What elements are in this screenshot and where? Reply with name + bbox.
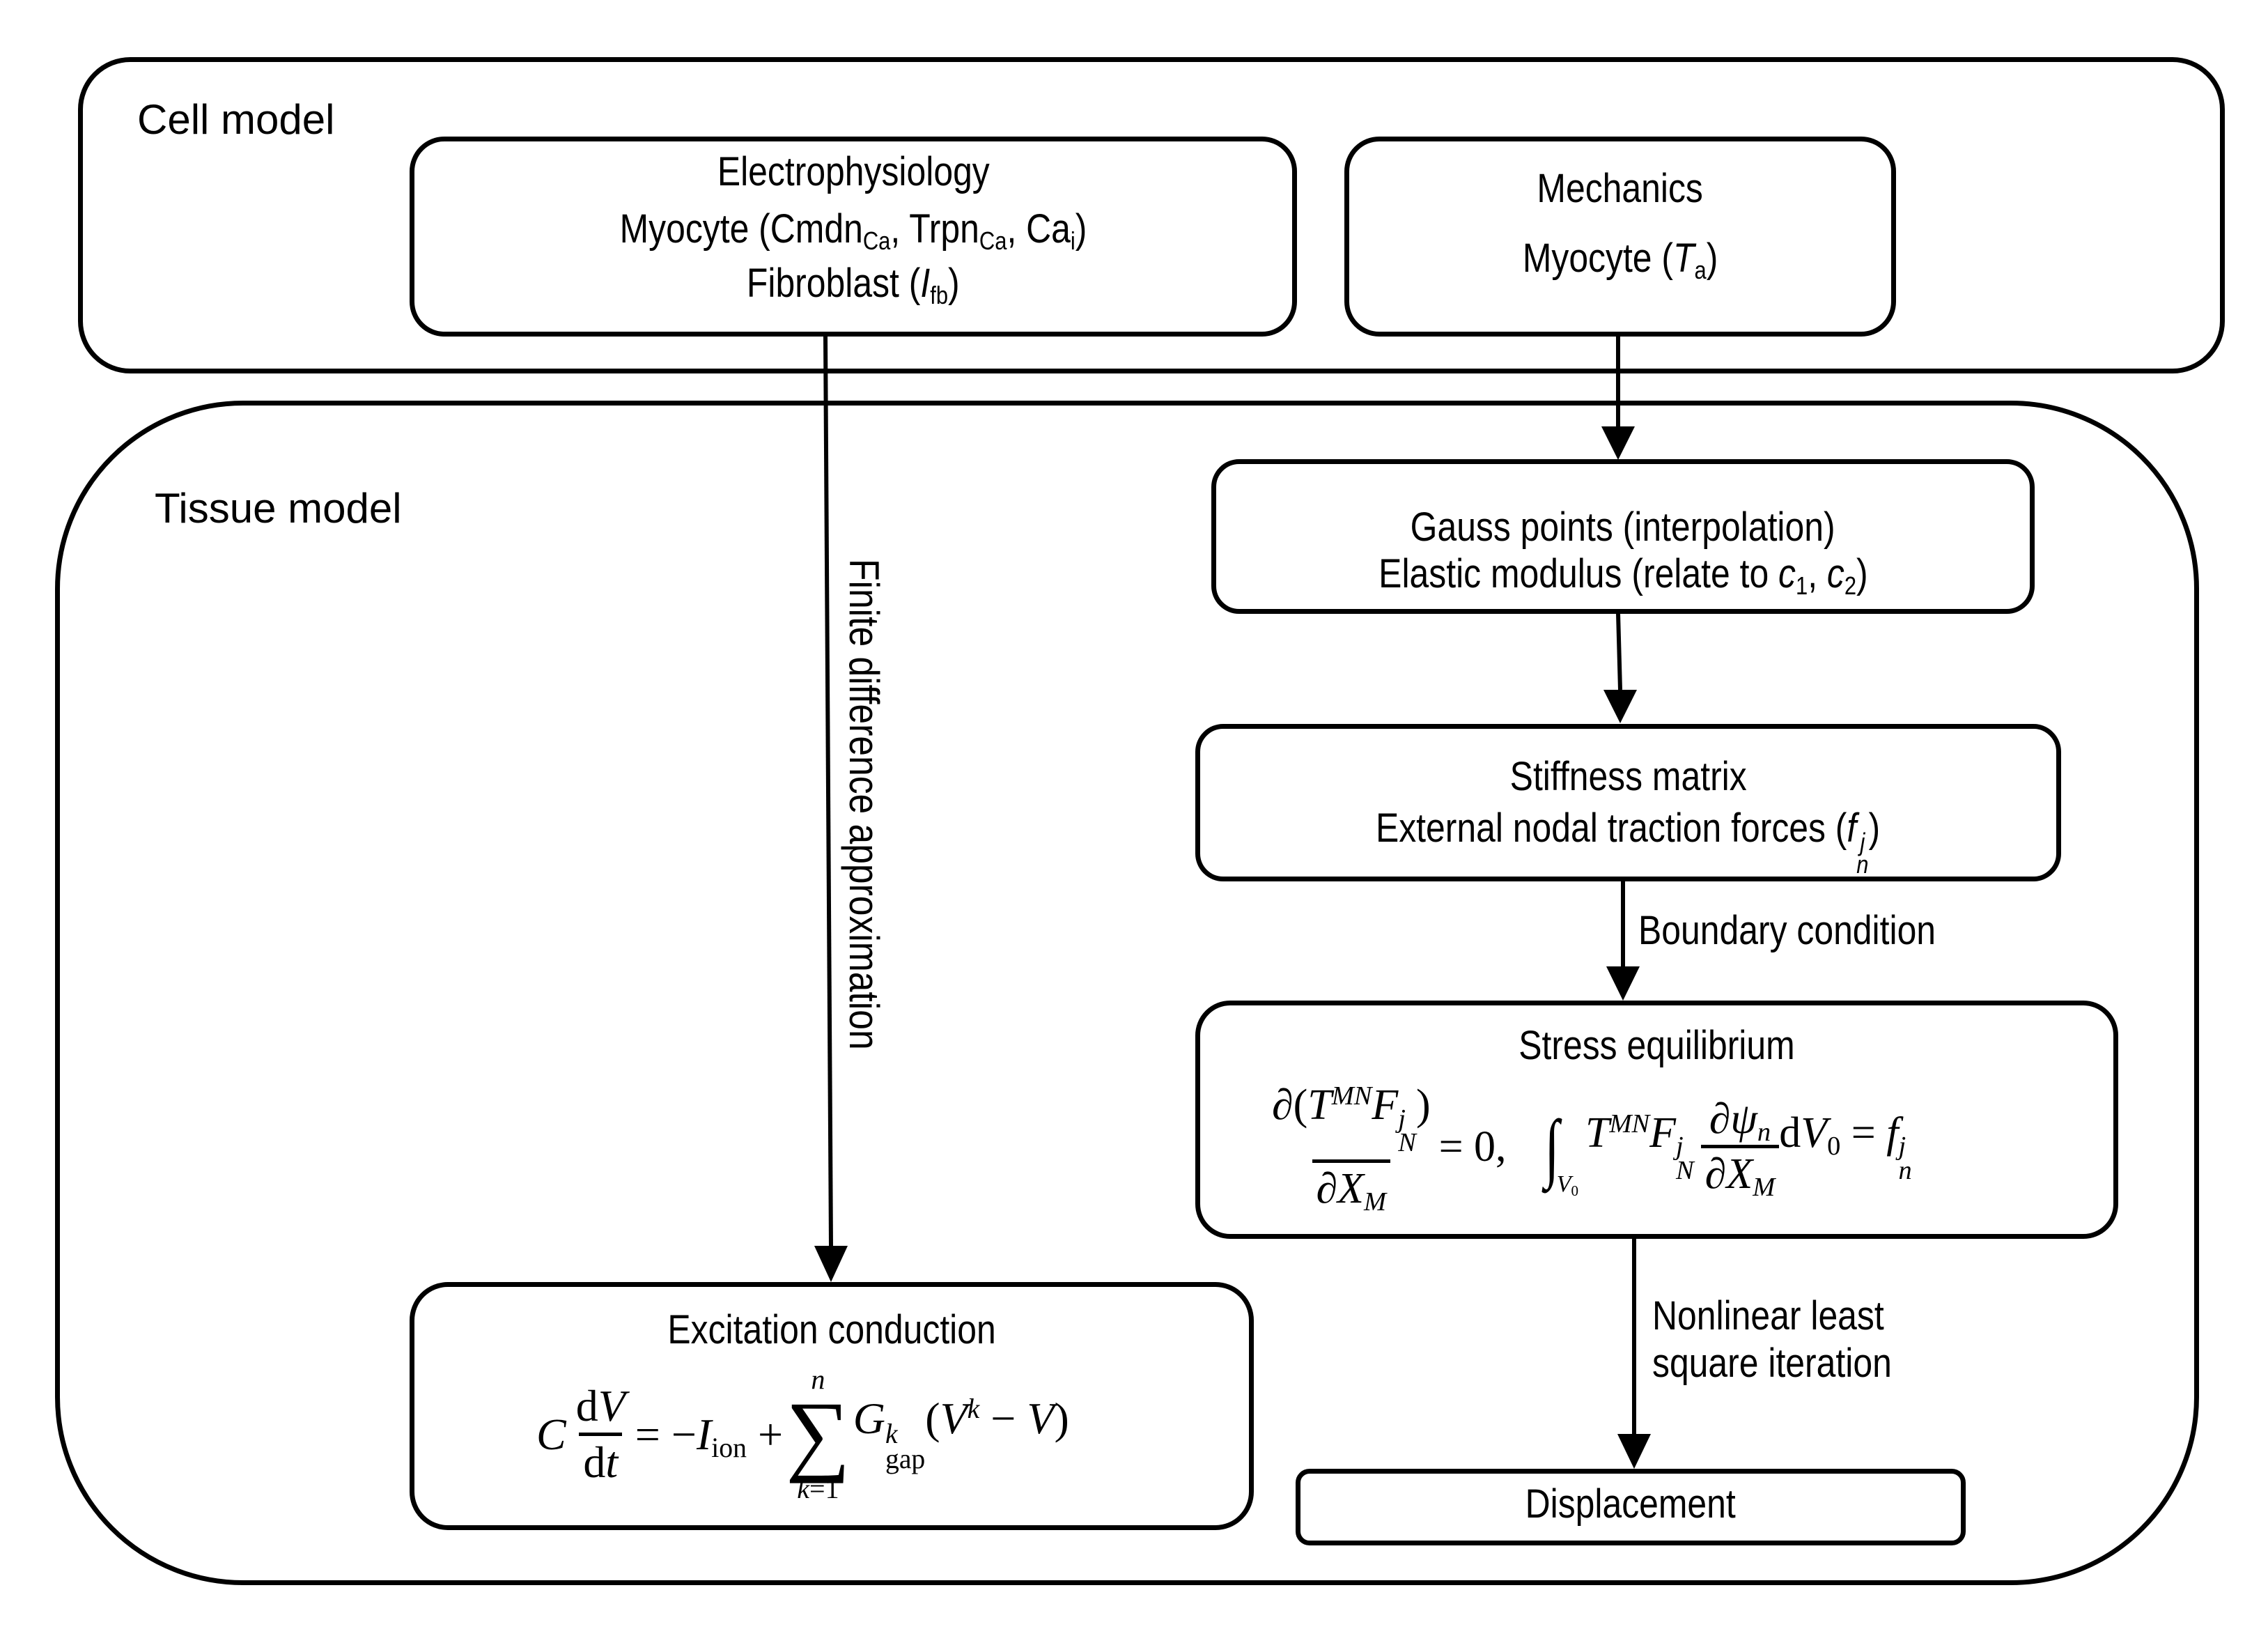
electrophysiology-box: [410, 137, 1297, 337]
mechanics-box: [1344, 137, 1896, 337]
stress-eq2-fraction: ∂ψn ∂XM: [1700, 1097, 1780, 1201]
nonlinear-label-line1: Nonlinear least: [1652, 1293, 1884, 1338]
cell-model-label: Cell model: [137, 96, 335, 143]
arrow-ep-to-excitation-line: [823, 335, 833, 1248]
displacement-title: Displacement: [1525, 1481, 1737, 1527]
stiffness-matrix-box: [1195, 724, 2061, 881]
mechanics-title: Mechanics: [1537, 166, 1704, 211]
fibroblast-line: Fibroblast (Ifb): [747, 261, 960, 310]
summation: n ∑ k=1: [786, 1364, 850, 1504]
excitation-conduction-box: [410, 1282, 1254, 1530]
arrow-ep-to-excitation-head: [814, 1246, 848, 1282]
gauss-points-box: [1211, 459, 2035, 614]
displacement-box: [1296, 1469, 1966, 1545]
boundary-condition-label: Boundary condition: [1638, 908, 1936, 953]
arrow-gauss-to-stiffness-line: [1616, 612, 1622, 690]
mechanics-myocyte-line: Myocyte (Ta): [1522, 236, 1718, 285]
gauss-line2: Elastic modulus (relate to c1, c2): [1378, 551, 1868, 601]
gauss-line1: Gauss points (interpolation): [1411, 504, 1835, 550]
tissue-model-label: Tissue model: [155, 485, 402, 532]
stress-eq1-rhs: = 0,: [1438, 1122, 1507, 1171]
cell-model-container: [78, 57, 2225, 373]
nonlinear-label-line2: square iteration: [1652, 1341, 1892, 1386]
stiffness-line1: Stiffness matrix: [1509, 754, 1747, 799]
electrophysiology-title: Electrophysiology: [717, 149, 990, 194]
stress-title: Stress equilibrium: [1519, 1023, 1795, 1068]
arrow-mechanics-to-gauss-head: [1601, 426, 1635, 460]
excitation-title: Excitation conduction: [667, 1307, 996, 1352]
arrow-stress-to-displacement-head: [1617, 1434, 1651, 1469]
integral-sign: ∫: [1544, 1104, 1560, 1189]
myocyte-ep-line: Myocyte (CmdnCa, TrpnCa, Cai): [619, 206, 1087, 256]
stress-equilibrium-box: [1195, 1001, 2118, 1239]
arrow-stiffness-to-stress-head: [1606, 966, 1640, 1001]
arrow-gauss-to-stiffness-head: [1603, 690, 1637, 723]
tissue-model-container: [55, 401, 2199, 1585]
